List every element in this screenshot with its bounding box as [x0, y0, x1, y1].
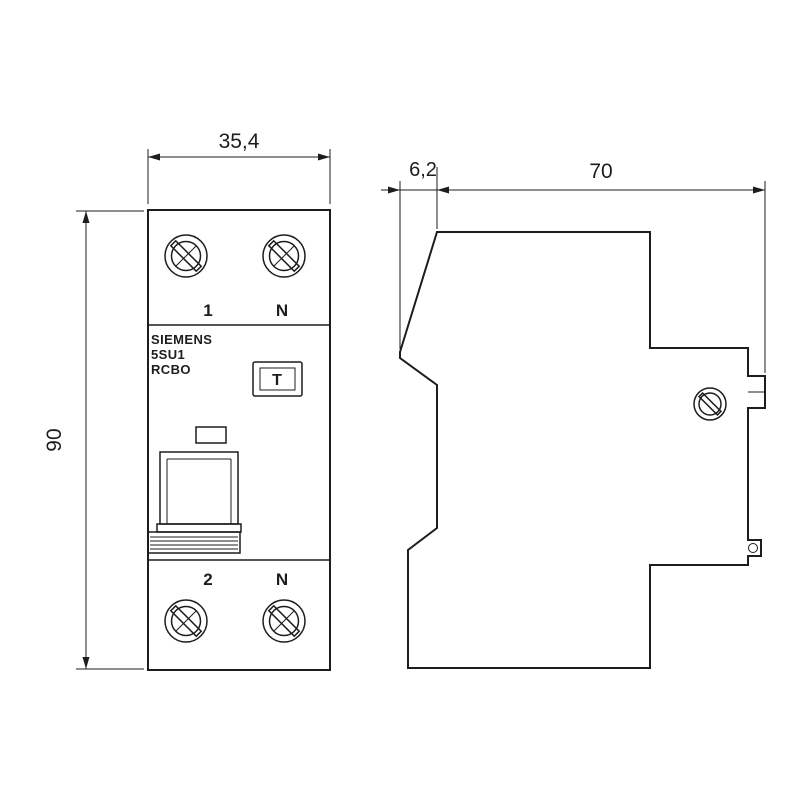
din-clip-detail [748, 543, 758, 553]
indicator-window [195, 426, 227, 444]
terminal-label-n-bottom: N [276, 570, 288, 589]
height-dimension-label: 90 [43, 428, 66, 451]
test-button: T [252, 361, 303, 397]
toggle-switch [147, 451, 242, 554]
switch-handle-step [156, 523, 242, 533]
dimension-front-depth: 6,2 [381, 159, 438, 349]
terminal-label-2: 2 [203, 570, 212, 589]
test-button-label: T [272, 372, 282, 389]
arrow-left-icon [148, 153, 160, 161]
screw-terminal-top-left-icon [164, 234, 208, 278]
model-text: 5SU1 [151, 347, 185, 362]
dimension-height: 90 [43, 210, 144, 670]
screw-terminal-bottom-left-icon [164, 599, 208, 643]
terminal-label-1: 1 [203, 301, 212, 320]
front-body-outline [147, 209, 331, 671]
side-screw-icon [693, 387, 727, 421]
screw-terminal-bottom-right-icon [262, 599, 306, 643]
screw-terminal-top-right-icon [262, 234, 306, 278]
width-dimension-label: 35,4 [219, 130, 260, 153]
terminal-label-n-top: N [276, 301, 288, 320]
switch-handle [147, 531, 241, 554]
arrow-left-icon-2 [437, 186, 449, 194]
arrow-up-icon [82, 211, 90, 223]
switch-recess [159, 451, 239, 525]
side-profile-outline [399, 231, 766, 669]
arrow-right-icon-2 [753, 186, 765, 194]
dimension-total-depth: 70 [437, 160, 766, 373]
front-depth-dimension-label: 6,2 [409, 159, 437, 181]
arrow-right-small-icon [388, 186, 400, 194]
brand-text: SIEMENS [151, 332, 212, 347]
type-text: RCBO [151, 362, 191, 377]
arrow-down-icon [82, 657, 90, 669]
front-view: 1 N SIEMENS 5SU1 RCBO T 2 N [147, 209, 331, 671]
side-view [399, 231, 766, 669]
dimension-width: 35,4 [147, 130, 331, 204]
total-depth-dimension-label: 70 [589, 160, 612, 183]
arrow-right-icon [318, 153, 330, 161]
